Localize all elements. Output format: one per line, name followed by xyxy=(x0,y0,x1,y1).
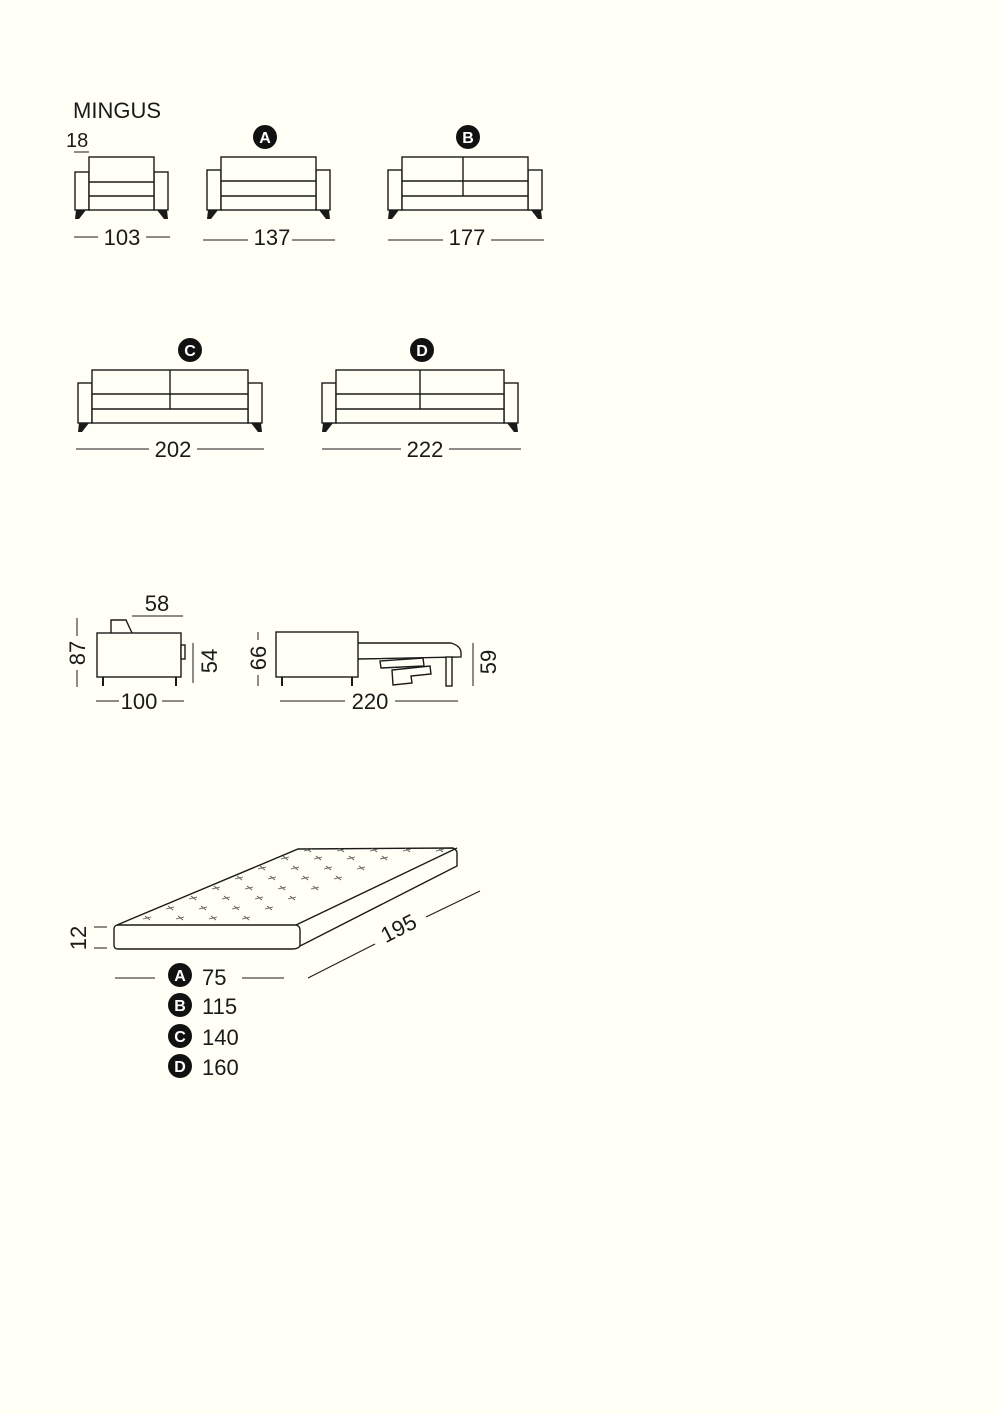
width-value: 75 xyxy=(202,965,226,990)
depth-label: 100 xyxy=(121,689,158,714)
width-label: 202 xyxy=(155,437,192,462)
front-view-sofa-b: B 177 xyxy=(387,125,544,250)
front-view-sofa-a: A 137 xyxy=(203,125,335,250)
width-label: 103 xyxy=(104,225,141,250)
badge-b-icon xyxy=(456,125,480,149)
svg-text:D: D xyxy=(416,343,428,360)
front-view-sofa-d: D 222 xyxy=(321,338,521,462)
width-label: 177 xyxy=(449,225,486,250)
height-label: 66 xyxy=(246,646,271,670)
leg-icon xyxy=(157,210,168,219)
svg-text:A: A xyxy=(174,968,186,985)
width-label: 137 xyxy=(254,225,291,250)
width-option-c: C 140 xyxy=(168,1024,239,1050)
badge-b-icon xyxy=(168,993,192,1017)
length-label: 195 xyxy=(377,909,421,948)
svg-text:C: C xyxy=(184,343,196,360)
width-option-a: A 75 xyxy=(168,963,226,990)
badge-d-icon xyxy=(410,338,434,362)
mattress-view: 12 195 A 75 B 115 C 140 D 160 xyxy=(66,847,481,1080)
svg-text:B: B xyxy=(462,130,474,147)
badge-c-icon xyxy=(168,1024,192,1048)
front-view-sofa-c: C 202 xyxy=(76,338,264,462)
thickness-label: 12 xyxy=(66,926,91,950)
badge-a-icon xyxy=(168,963,192,987)
tufting-pattern xyxy=(142,847,445,921)
bed-height-label: 59 xyxy=(476,650,501,674)
svg-text:C: C xyxy=(174,1029,186,1046)
arm-height-label: 54 xyxy=(197,649,222,673)
bed-open-view: 66 59 220 xyxy=(246,631,501,714)
arm-height-label: 18 xyxy=(66,130,88,152)
side-view: 58 87 54 100 xyxy=(65,591,222,714)
width-value: 160 xyxy=(202,1055,239,1080)
svg-text:B: B xyxy=(174,998,186,1015)
seat-depth-label: 58 xyxy=(145,591,169,616)
width-label: 222 xyxy=(407,437,444,462)
leg-icon xyxy=(75,210,86,219)
width-option-d: D 160 xyxy=(168,1054,239,1080)
badge-d-icon xyxy=(168,1054,192,1078)
length-label: 220 xyxy=(352,689,389,714)
height-label: 87 xyxy=(65,641,90,665)
product-title: MINGUS xyxy=(73,98,161,123)
svg-text:A: A xyxy=(259,130,271,147)
width-value: 140 xyxy=(202,1025,239,1050)
badge-a-icon xyxy=(253,125,277,149)
width-value: 115 xyxy=(202,994,237,1019)
width-option-b: B 115 xyxy=(168,993,237,1019)
svg-text:D: D xyxy=(174,1059,186,1076)
front-view-armchair: 18 103 xyxy=(66,130,170,250)
badge-c-icon xyxy=(178,338,202,362)
